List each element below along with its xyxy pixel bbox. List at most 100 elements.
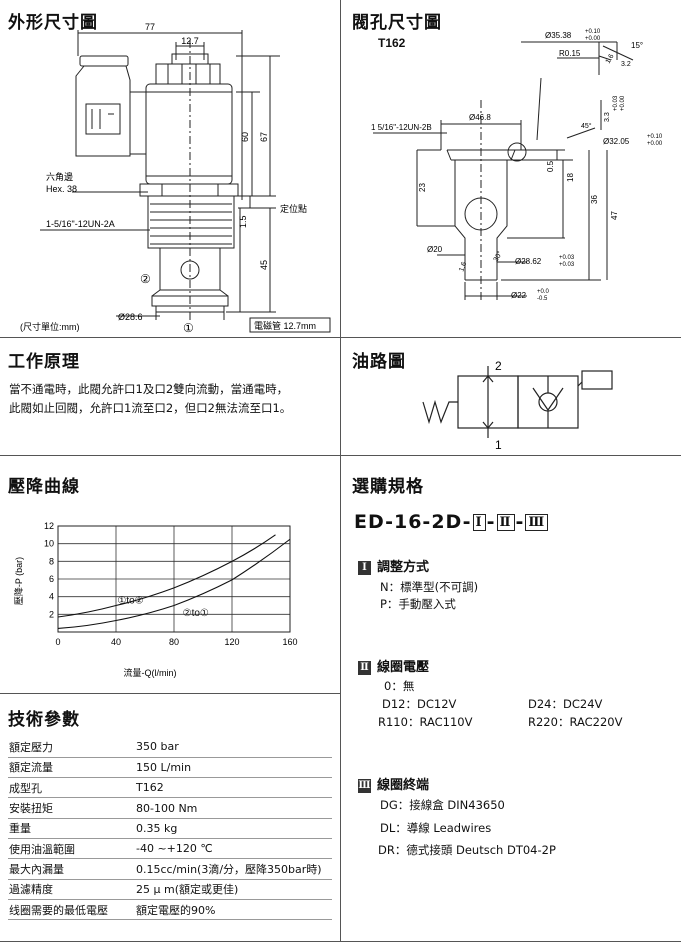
order-dash-2: - <box>515 511 525 533</box>
cav-dia-28-62: Ø28.62 <box>515 257 542 266</box>
principle-line-2: 此閥如止回閥，允許口1流至口2，但口2無法流至口1。 <box>9 401 292 415</box>
cav-d3-2: 3.2 <box>621 61 631 68</box>
port-2-label: ② <box>140 272 151 286</box>
cav-dia-20: Ø20 <box>427 245 443 254</box>
tech-param-value: 額定電壓的90% <box>135 899 332 921</box>
principle-title: 工作原理 <box>8 352 80 372</box>
cav-d3-3-tol-top: +0.03 <box>613 95 619 111</box>
cavity-dimension-drawing: Ø35.38 +0.10 +0.00 R0.15 1.6 15° 3.2 3.3… <box>371 29 663 302</box>
tech-param-key: 使用油溫範圍 <box>8 838 135 860</box>
opt-d12: D12：DC12V <box>382 697 457 711</box>
cav-d1-6: 1.6 <box>605 53 616 65</box>
chart-xlabel: 流量-Q(l/min) <box>124 667 177 678</box>
tech-param-key: 重量 <box>8 818 135 839</box>
tech-param-row: 线圈需要的最低電壓額定電壓的90% <box>8 899 332 921</box>
chart-ytick-label: 12 <box>44 521 54 531</box>
pressure-drop-title: 壓降曲線 <box>8 477 80 497</box>
opt-dr: DR：德式接頭 Deutsch DT04-2P <box>378 843 556 857</box>
unit-note: (尺寸單位:mm) <box>20 321 80 332</box>
dim-60: 60 <box>240 132 250 142</box>
chart-series-line <box>57 534 276 618</box>
hydraulic-title: 油路圖 <box>352 352 406 372</box>
cav-dia-32-05-tol-top: +0.10 <box>647 134 663 140</box>
dim-77: 77 <box>145 22 155 32</box>
cav-r015: R0.15 <box>559 49 581 58</box>
chart-xtick-label: 40 <box>111 637 121 647</box>
order-code: ED-16-2D-Ⅰ-Ⅱ-Ⅲ <box>354 511 549 533</box>
tech-param-value: 80-100 Nm <box>135 797 332 819</box>
row-divider-1 <box>0 337 681 338</box>
principle-line-1: 當不通電時，此閥允許口1及口2雙向流動，當通電時， <box>9 382 289 396</box>
cav-dia-22: Ø22 <box>511 291 527 300</box>
opt-dl: DL：導線 Leadwires <box>380 821 492 835</box>
tech-param-key: 過濾精度 <box>8 879 135 900</box>
tech-param-value: 150 L/min <box>135 757 332 779</box>
cavity-code: T162 <box>378 36 406 50</box>
cav-angle-45: 45° <box>581 122 592 130</box>
chart-xtick-label: 160 <box>282 637 297 647</box>
order-box-1: Ⅰ <box>472 514 486 531</box>
cav-dia-35-38-tol-bot: +0.00 <box>585 36 601 42</box>
cav-dia-22-tol-top: +0.0 <box>537 289 550 295</box>
tech-param-value: T162 <box>135 777 332 799</box>
hex-label-en: Hex. 38 <box>46 184 77 194</box>
opt-n: N：標準型(不可調) <box>380 580 479 594</box>
opt-0: 0：無 <box>384 679 415 693</box>
cavity-title: 閥孔尺寸圖 <box>352 13 442 33</box>
coil-tube-note: 電磁管 12.7mm <box>254 320 316 331</box>
hex-label-cn: 六角邊 <box>46 171 73 182</box>
chart-ytick-label: 4 <box>49 592 54 602</box>
cav-d36: 36 <box>590 195 599 204</box>
group-3-num: Ⅲ <box>358 779 371 793</box>
cav-dia-22-tol-bot: -0.5 <box>537 296 548 302</box>
cav-dia-32-05: Ø32.05 <box>603 137 630 146</box>
tech-params-title: 技術參數 <box>8 710 80 730</box>
cav-dia-28-62-tol-top: +0.03 <box>559 255 575 261</box>
tech-param-key: 安裝扭矩 <box>8 797 135 819</box>
ordering-title: 選購規格 <box>352 477 424 497</box>
hyd-port-1: 1 <box>495 438 502 452</box>
opt-dg: DG：接線盒 DIN43650 <box>380 798 505 812</box>
order-code-prefix: ED-16-2D- <box>354 511 472 533</box>
dim-45: 45 <box>259 260 269 270</box>
chart-ytick-label: 2 <box>49 609 54 619</box>
opt-d24: D24：DC24V <box>528 697 603 711</box>
dim-12-7: 12.7 <box>181 36 199 46</box>
cav-angle-30: 30° <box>492 250 504 263</box>
chart-xtick-label: 120 <box>224 637 239 647</box>
tech-param-key: 額定壓力 <box>8 737 135 758</box>
opt-r110: R110：RAC110V <box>378 715 473 729</box>
dim-1-5: 1.5 <box>238 215 248 228</box>
cav-dia-35-38: Ø35.38 <box>545 31 572 40</box>
center-divider <box>340 0 341 942</box>
locator-label: 定位點 <box>280 203 307 214</box>
cav-d23: 23 <box>418 183 427 192</box>
cav-thread: 1 5/16"-12UN-2B <box>371 123 432 132</box>
group-2-heading: Ⅱ 線圈電壓 <box>358 656 429 675</box>
opt-r220: R220：RAC220V <box>528 715 623 729</box>
row-divider-3 <box>0 693 340 694</box>
order-dash-1: - <box>486 511 496 533</box>
cav-dia-35-38-tol-top: +0.10 <box>585 29 601 35</box>
tech-param-value: 0.35 kg <box>135 818 332 839</box>
chart-ytick-label: 6 <box>49 574 54 584</box>
group-2-num: Ⅱ <box>358 661 371 675</box>
group-2-title: 線圈電壓 <box>377 660 430 675</box>
cav-d0-5: 0.5 <box>546 160 555 172</box>
chart-ytick-label: 8 <box>49 556 54 566</box>
order-box-2: Ⅱ <box>496 514 515 531</box>
dimensions-title: 外形尺寸圖 <box>8 13 98 33</box>
chart-series-label: ②to① <box>183 608 209 619</box>
thread-label: 1-5/16"-12UN-2A <box>46 219 115 229</box>
chart-series-line <box>57 538 291 630</box>
row-divider-2 <box>0 455 681 456</box>
group-1-num: Ⅰ <box>358 561 371 575</box>
tech-param-key: 最大內漏量 <box>8 858 135 880</box>
